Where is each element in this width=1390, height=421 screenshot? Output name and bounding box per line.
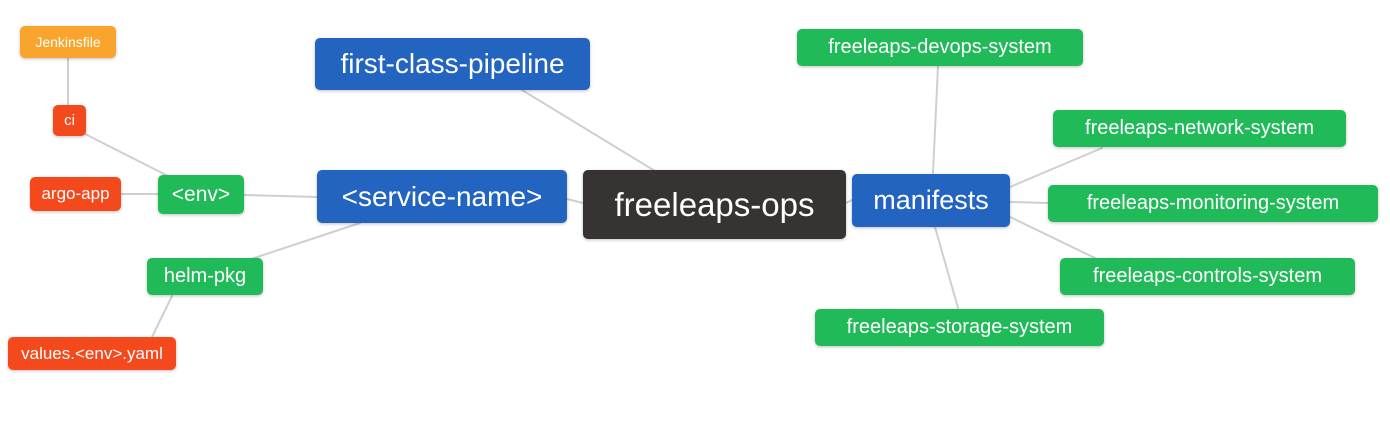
edge-helm-pkg-service-name xyxy=(244,222,361,262)
edge-service-name-ops xyxy=(566,198,584,204)
node-argo-app[interactable]: argo-app xyxy=(30,177,121,211)
node-freeleaps-storage-system[interactable]: freeleaps-storage-system xyxy=(815,309,1104,346)
edge-manifests-controls xyxy=(1009,216,1096,259)
node-manifests[interactable]: manifests xyxy=(852,174,1010,227)
node-freeleaps-ops[interactable]: freeleaps-ops xyxy=(583,170,846,239)
edge-manifests-devops xyxy=(932,65,939,174)
node-service-name[interactable]: <service-name> xyxy=(317,170,567,223)
node-ci[interactable]: ci xyxy=(53,105,86,136)
edge-ops-manifests xyxy=(845,199,853,204)
node-values-env-yaml[interactable]: values.<env>.yaml xyxy=(8,337,176,370)
node-jenkinsfile[interactable]: Jenkinsfile xyxy=(20,26,116,58)
edge-pipeline-ops xyxy=(521,89,656,172)
edge-env-service-name xyxy=(243,194,318,198)
edge-manifests-network xyxy=(1009,147,1103,188)
node-freeleaps-controls-system[interactable]: freeleaps-controls-system xyxy=(1060,258,1355,295)
edge-values-helm-pkg xyxy=(151,295,173,338)
edge-manifests-storage xyxy=(934,226,959,309)
node-helm-pkg[interactable]: helm-pkg xyxy=(147,258,263,295)
edge-manifests-monitoring xyxy=(1009,201,1049,204)
edge-ci-env xyxy=(82,132,171,178)
node-first-class-pipeline[interactable]: first-class-pipeline xyxy=(315,38,590,90)
node-freeleaps-monitoring-system[interactable]: freeleaps-monitoring-system xyxy=(1048,185,1378,222)
node-freeleaps-devops-system[interactable]: freeleaps-devops-system xyxy=(797,29,1083,66)
node-freeleaps-network-system[interactable]: freeleaps-network-system xyxy=(1053,110,1346,147)
node-env[interactable]: <env> xyxy=(158,175,244,214)
